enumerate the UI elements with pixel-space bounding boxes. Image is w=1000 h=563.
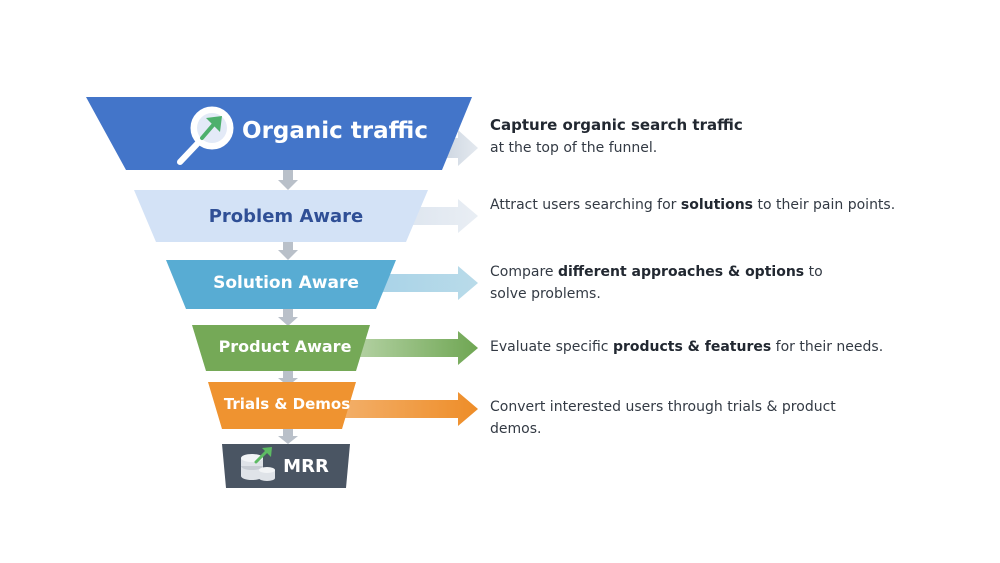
description-2-bold: solutions <box>680 197 754 213</box>
stage-label-product-aware: Product Aware <box>200 331 370 361</box>
description-4-bold: products & features <box>612 339 772 355</box>
stage-shape-5 <box>208 382 356 429</box>
description-2-pre: Attract users searching for <box>490 197 681 213</box>
down-arrow-icon <box>278 170 298 190</box>
description-3-bold: different approaches & options <box>557 264 805 280</box>
down-arrow-icon <box>278 429 298 444</box>
arrow-stage-4 <box>352 331 478 365</box>
stage-label-problem-aware: Problem Aware <box>156 200 416 232</box>
stage-label-organic-traffic: Organic traffic <box>240 112 430 150</box>
description-2: Attract users searching for solutions to… <box>490 194 980 216</box>
description-4: Evaluate specific products & features fo… <box>490 336 970 358</box>
down-arrow-icon <box>278 242 298 260</box>
stage-label-text: MRR <box>283 455 329 477</box>
description-3-post: to <box>804 264 823 280</box>
description-3-line2: solve problems. <box>490 286 601 302</box>
description-2-post: to their pain points. <box>753 197 896 213</box>
stage-label-mrr: MRR <box>276 452 336 480</box>
description-1: Capture organic search traffic at the to… <box>490 114 970 159</box>
down-arrow-icon <box>278 309 298 326</box>
description-1-line2: at the top of the funnel. <box>490 140 658 156</box>
stage-label-text: Solution Aware <box>213 273 359 293</box>
description-1-bold: Capture organic search traffic <box>490 116 743 134</box>
stage-label-text: Problem Aware <box>208 205 364 227</box>
arrow-stage-5 <box>338 392 478 426</box>
description-3: Compare different approaches & options t… <box>490 261 970 305</box>
magnifier-trend-icon <box>177 106 234 165</box>
description-3-pre: Compare <box>490 264 558 280</box>
coin-stack-growth-icon <box>241 447 275 481</box>
stage-label-solution-aware: Solution Aware <box>186 268 386 298</box>
stage-shape-2 <box>134 190 428 242</box>
description-5: Convert interested users through trials … <box>490 396 970 440</box>
stage-label-text: Product Aware <box>218 336 352 356</box>
stage-label-trials-demos: Trials & Demos <box>212 390 362 418</box>
arrow-stage-3 <box>378 266 478 300</box>
description-5-line1: Convert interested users through trials … <box>490 399 836 415</box>
description-5-line2: demos. <box>490 421 542 437</box>
stage-label-text: Organic traffic <box>242 118 428 144</box>
stage-shape-4 <box>192 325 370 371</box>
stage-shape-3 <box>166 260 396 309</box>
stage-label-text: Trials & Demos <box>223 395 351 413</box>
description-4-post: for their needs. <box>771 339 884 355</box>
stage-shape-1 <box>86 97 472 170</box>
description-4-pre: Evaluate specific <box>490 339 613 355</box>
